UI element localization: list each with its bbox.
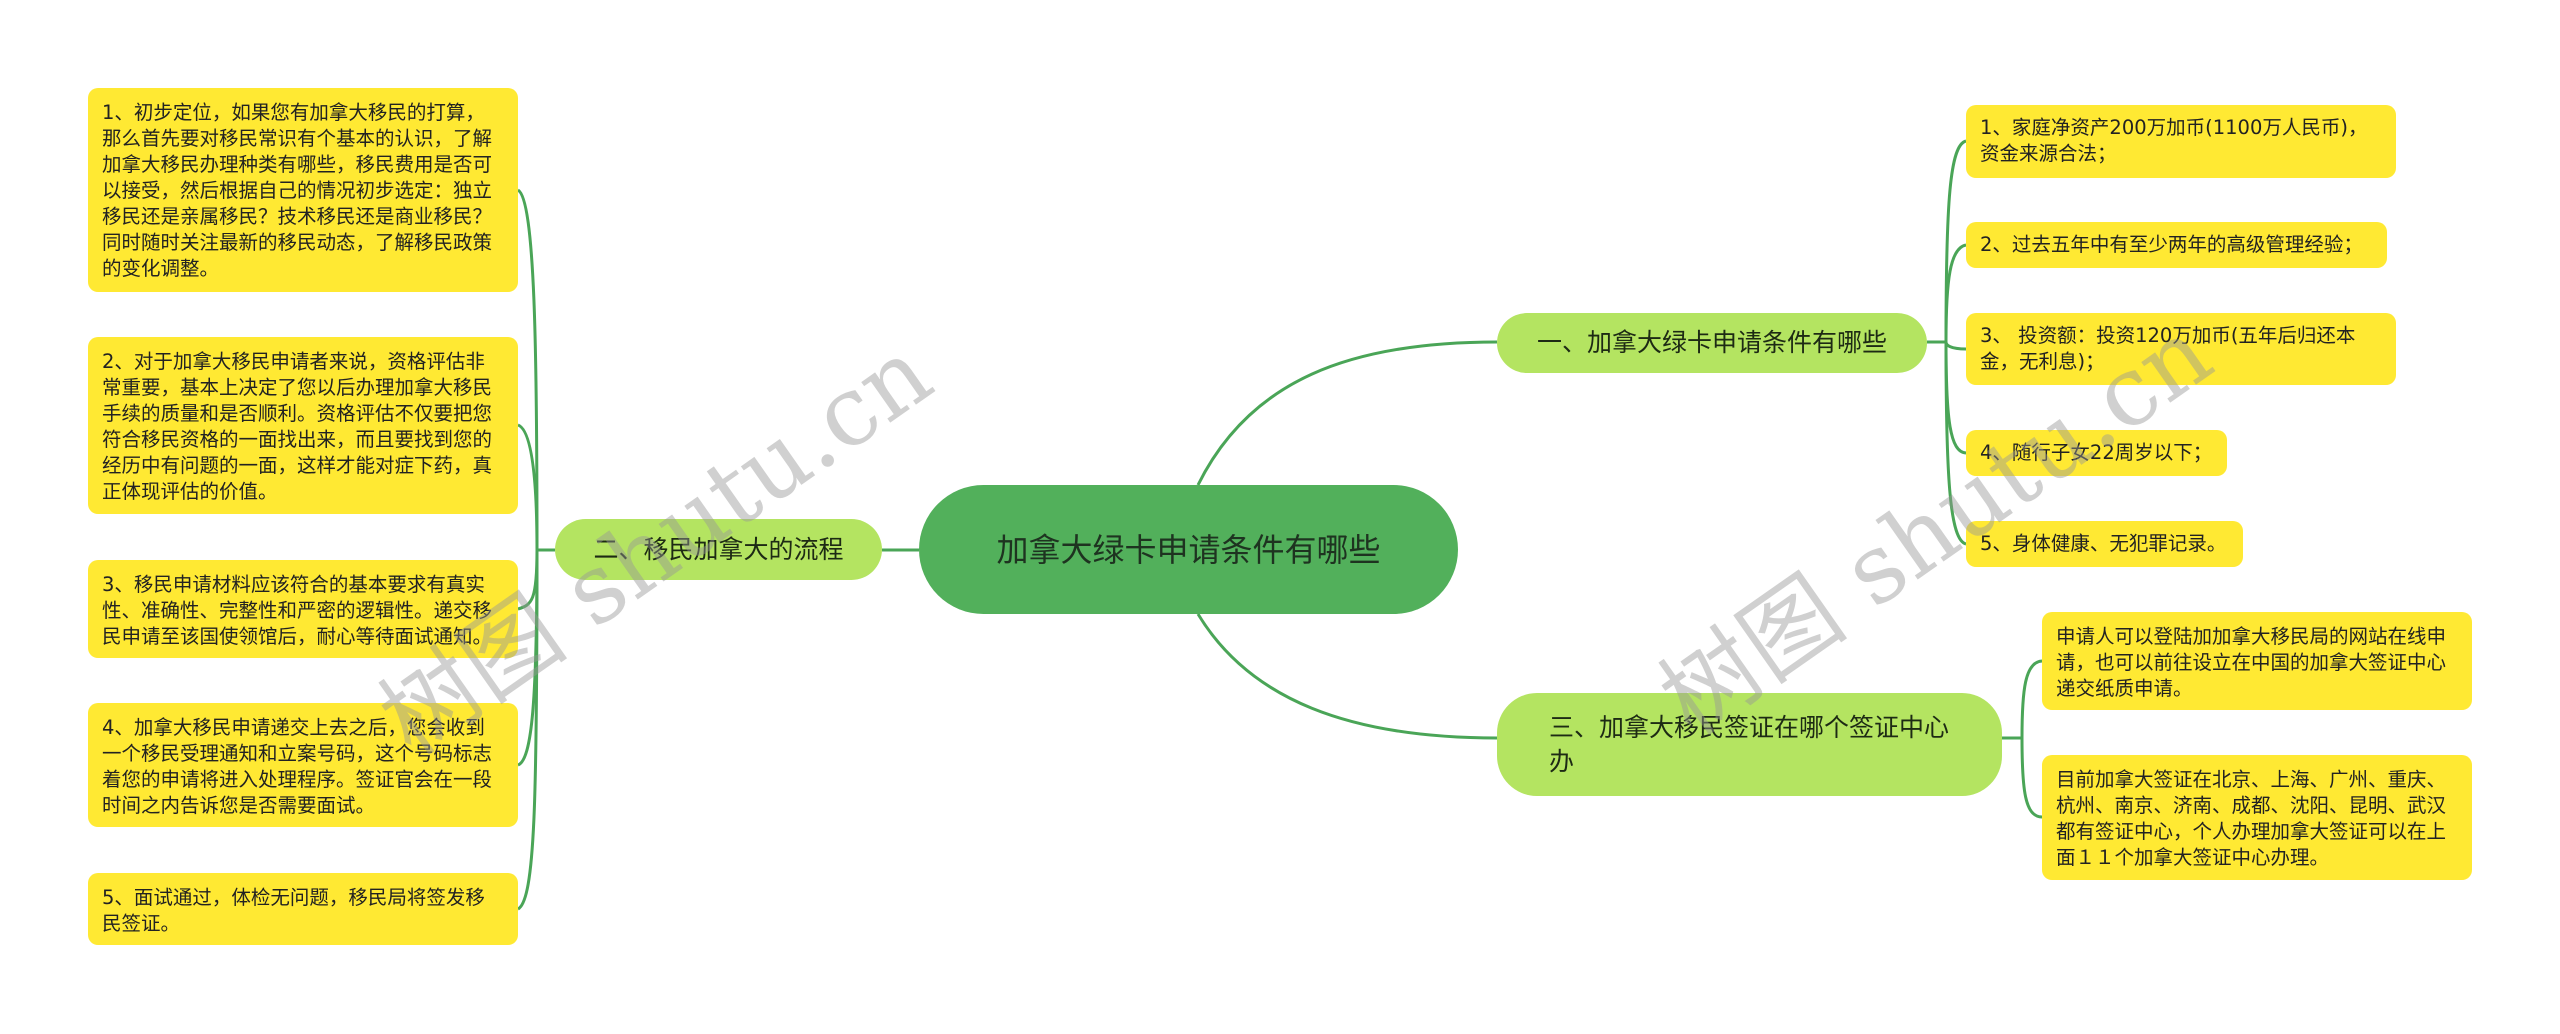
branch-visa-centers-label: 三、加拿大移民签证在哪个签证中心办 [1549,712,1950,776]
leaf-text: 2、对于加拿大移民申请者来说，资格评估非常重要，基本上决定了您以后办理加拿大移民… [102,350,493,503]
leaf-text: 3、 投资额：投资120万加币(五年后归还本金，无利息)； [1980,324,2356,373]
leaf-process-2[interactable]: 2、对于加拿大移民申请者来说，资格评估非常重要，基本上决定了您以后办理加拿大移民… [88,337,518,514]
leaf-condition-5[interactable]: 5、身体健康、无犯罪记录。 [1966,521,2243,567]
root-node[interactable]: 加拿大绿卡申请条件有哪些 [919,485,1458,614]
leaf-visa-2[interactable]: 目前加拿大签证在北京、上海、广州、重庆、杭州、南京、济南、成都、沈阳、昆明、武汉… [2042,755,2472,880]
branch-visa-centers[interactable]: 三、加拿大移民签证在哪个签证中心办 [1497,693,2002,796]
leaf-process-3[interactable]: 3、移民申请材料应该符合的基本要求有真实性、准确性、完整性和严密的逻辑性。递交移… [88,560,518,658]
leaf-text: 1、家庭净资产200万加币(1100万人民币)，资金来源合法； [1980,116,2368,165]
leaf-condition-3[interactable]: 3、 投资额：投资120万加币(五年后归还本金，无利息)； [1966,313,2396,385]
leaf-text: 2、过去五年中有至少两年的高级管理经验； [1980,233,2363,256]
leaf-text: 3、移民申请材料应该符合的基本要求有真实性、准确性、完整性和严密的逻辑性。递交移… [102,573,493,648]
branch-conditions[interactable]: 一、加拿大绿卡申请条件有哪些 [1497,313,1927,373]
branch-conditions-label: 一、加拿大绿卡申请条件有哪些 [1536,328,1887,357]
leaf-process-1[interactable]: 1、初步定位，如果您有加拿大移民的打算，那么首先要对移民常识有个基本的认识，了解… [88,88,518,292]
leaf-text: 1、初步定位，如果您有加拿大移民的打算，那么首先要对移民常识有个基本的认识，了解… [102,101,493,280]
leaf-condition-1[interactable]: 1、家庭净资产200万加币(1100万人民币)，资金来源合法； [1966,105,2396,178]
leaf-text: 4、随行子女22周岁以下； [1980,441,2213,464]
branch-process[interactable]: 二、移民加拿大的流程 [555,519,882,580]
root-label: 加拿大绿卡申请条件有哪些 [996,530,1381,569]
leaf-text: 4、加拿大移民申请递交上去之后，您会收到一个移民受理通知和立案号码，这个号码标志… [102,716,493,817]
leaf-text: 申请人可以登陆加加拿大移民局的网站在线申请，也可以前往设立在中国的加拿大签证中心… [2056,625,2447,700]
leaf-visa-1[interactable]: 申请人可以登陆加加拿大移民局的网站在线申请，也可以前往设立在中国的加拿大签证中心… [2042,612,2472,710]
branch-process-label: 二、移民加拿大的流程 [593,534,844,564]
leaf-text: 5、身体健康、无犯罪记录。 [1980,532,2227,555]
leaf-text: 5、面试通过，体检无问题，移民局将签发移民签证。 [102,886,485,935]
leaf-text: 目前加拿大签证在北京、上海、广州、重庆、杭州、南京、济南、成都、沈阳、昆明、武汉… [2056,768,2447,869]
leaf-process-4[interactable]: 4、加拿大移民申请递交上去之后，您会收到一个移民受理通知和立案号码，这个号码标志… [88,703,518,827]
leaf-process-5[interactable]: 5、面试通过，体检无问题，移民局将签发移民签证。 [88,873,518,945]
leaf-condition-4[interactable]: 4、随行子女22周岁以下； [1966,430,2227,476]
leaf-condition-2[interactable]: 2、过去五年中有至少两年的高级管理经验； [1966,222,2387,268]
